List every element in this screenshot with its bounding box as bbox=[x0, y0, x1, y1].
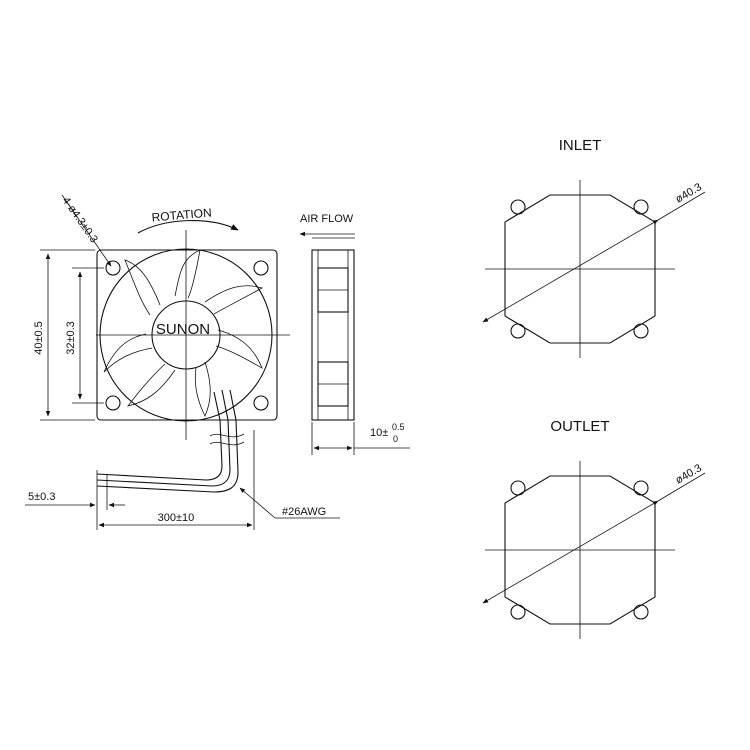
wire-break-2 bbox=[209, 441, 245, 446]
side-housing bbox=[311, 249, 355, 421]
inlet-view: INLET ø40.3 bbox=[482, 137, 706, 358]
outer-dim-label: 40±0.5 bbox=[33, 321, 45, 355]
hole-spec-leader bbox=[61, 194, 112, 267]
inlet-hole-br bbox=[633, 323, 649, 339]
outlet-title: OUTLET bbox=[550, 418, 609, 435]
awg-label: #26AWG bbox=[282, 506, 326, 518]
inlet-diameter-line bbox=[482, 219, 659, 323]
outlet-hole-tr bbox=[633, 480, 649, 496]
inlet-title: INLET bbox=[559, 137, 602, 154]
awg-leader bbox=[239, 487, 276, 519]
hole-spec-label: 4-ø4.3±0.3 bbox=[60, 195, 100, 245]
pitch-dim-label: 32±0.3 bbox=[65, 321, 77, 355]
inlet-diameter-tail bbox=[657, 191, 706, 221]
outlet-hole-bl bbox=[510, 604, 526, 620]
fan-blades bbox=[103, 249, 264, 417]
wire-break-1 bbox=[209, 433, 245, 438]
strip-dim-label: 5±0.3 bbox=[28, 491, 55, 503]
thickness-main: 10± bbox=[370, 427, 388, 439]
inlet-hole-tr bbox=[633, 199, 649, 215]
side-view: AIR FLOW 10± 0.5 0 bbox=[299, 213, 410, 455]
outlet-hole-tl bbox=[510, 480, 526, 496]
lead-wires bbox=[96, 389, 239, 493]
brand-label: SUNON bbox=[156, 321, 210, 338]
inlet-hole-tl bbox=[510, 199, 526, 215]
mounting-holes bbox=[105, 260, 269, 411]
outlet-diameter-line bbox=[482, 500, 659, 604]
airflow-label: AIR FLOW bbox=[300, 213, 354, 225]
thickness-lower: 0 bbox=[393, 434, 398, 444]
lead-dim-label: 300±10 bbox=[158, 512, 195, 524]
rotation-arrow bbox=[137, 219, 239, 234]
outlet-diameter-tail bbox=[657, 472, 706, 502]
outlet-view: OUTLET ø40.3 bbox=[482, 418, 706, 639]
outlet-hole-br bbox=[633, 604, 649, 620]
rotation-label: ROTATION bbox=[151, 205, 212, 224]
front-view: SUNON ROTATION 4-ø4.3±0.3 40±0.5 32±0.3 bbox=[25, 194, 340, 530]
thickness-upper: 0.5 bbox=[392, 422, 405, 432]
inlet-hole-bl bbox=[510, 323, 526, 339]
